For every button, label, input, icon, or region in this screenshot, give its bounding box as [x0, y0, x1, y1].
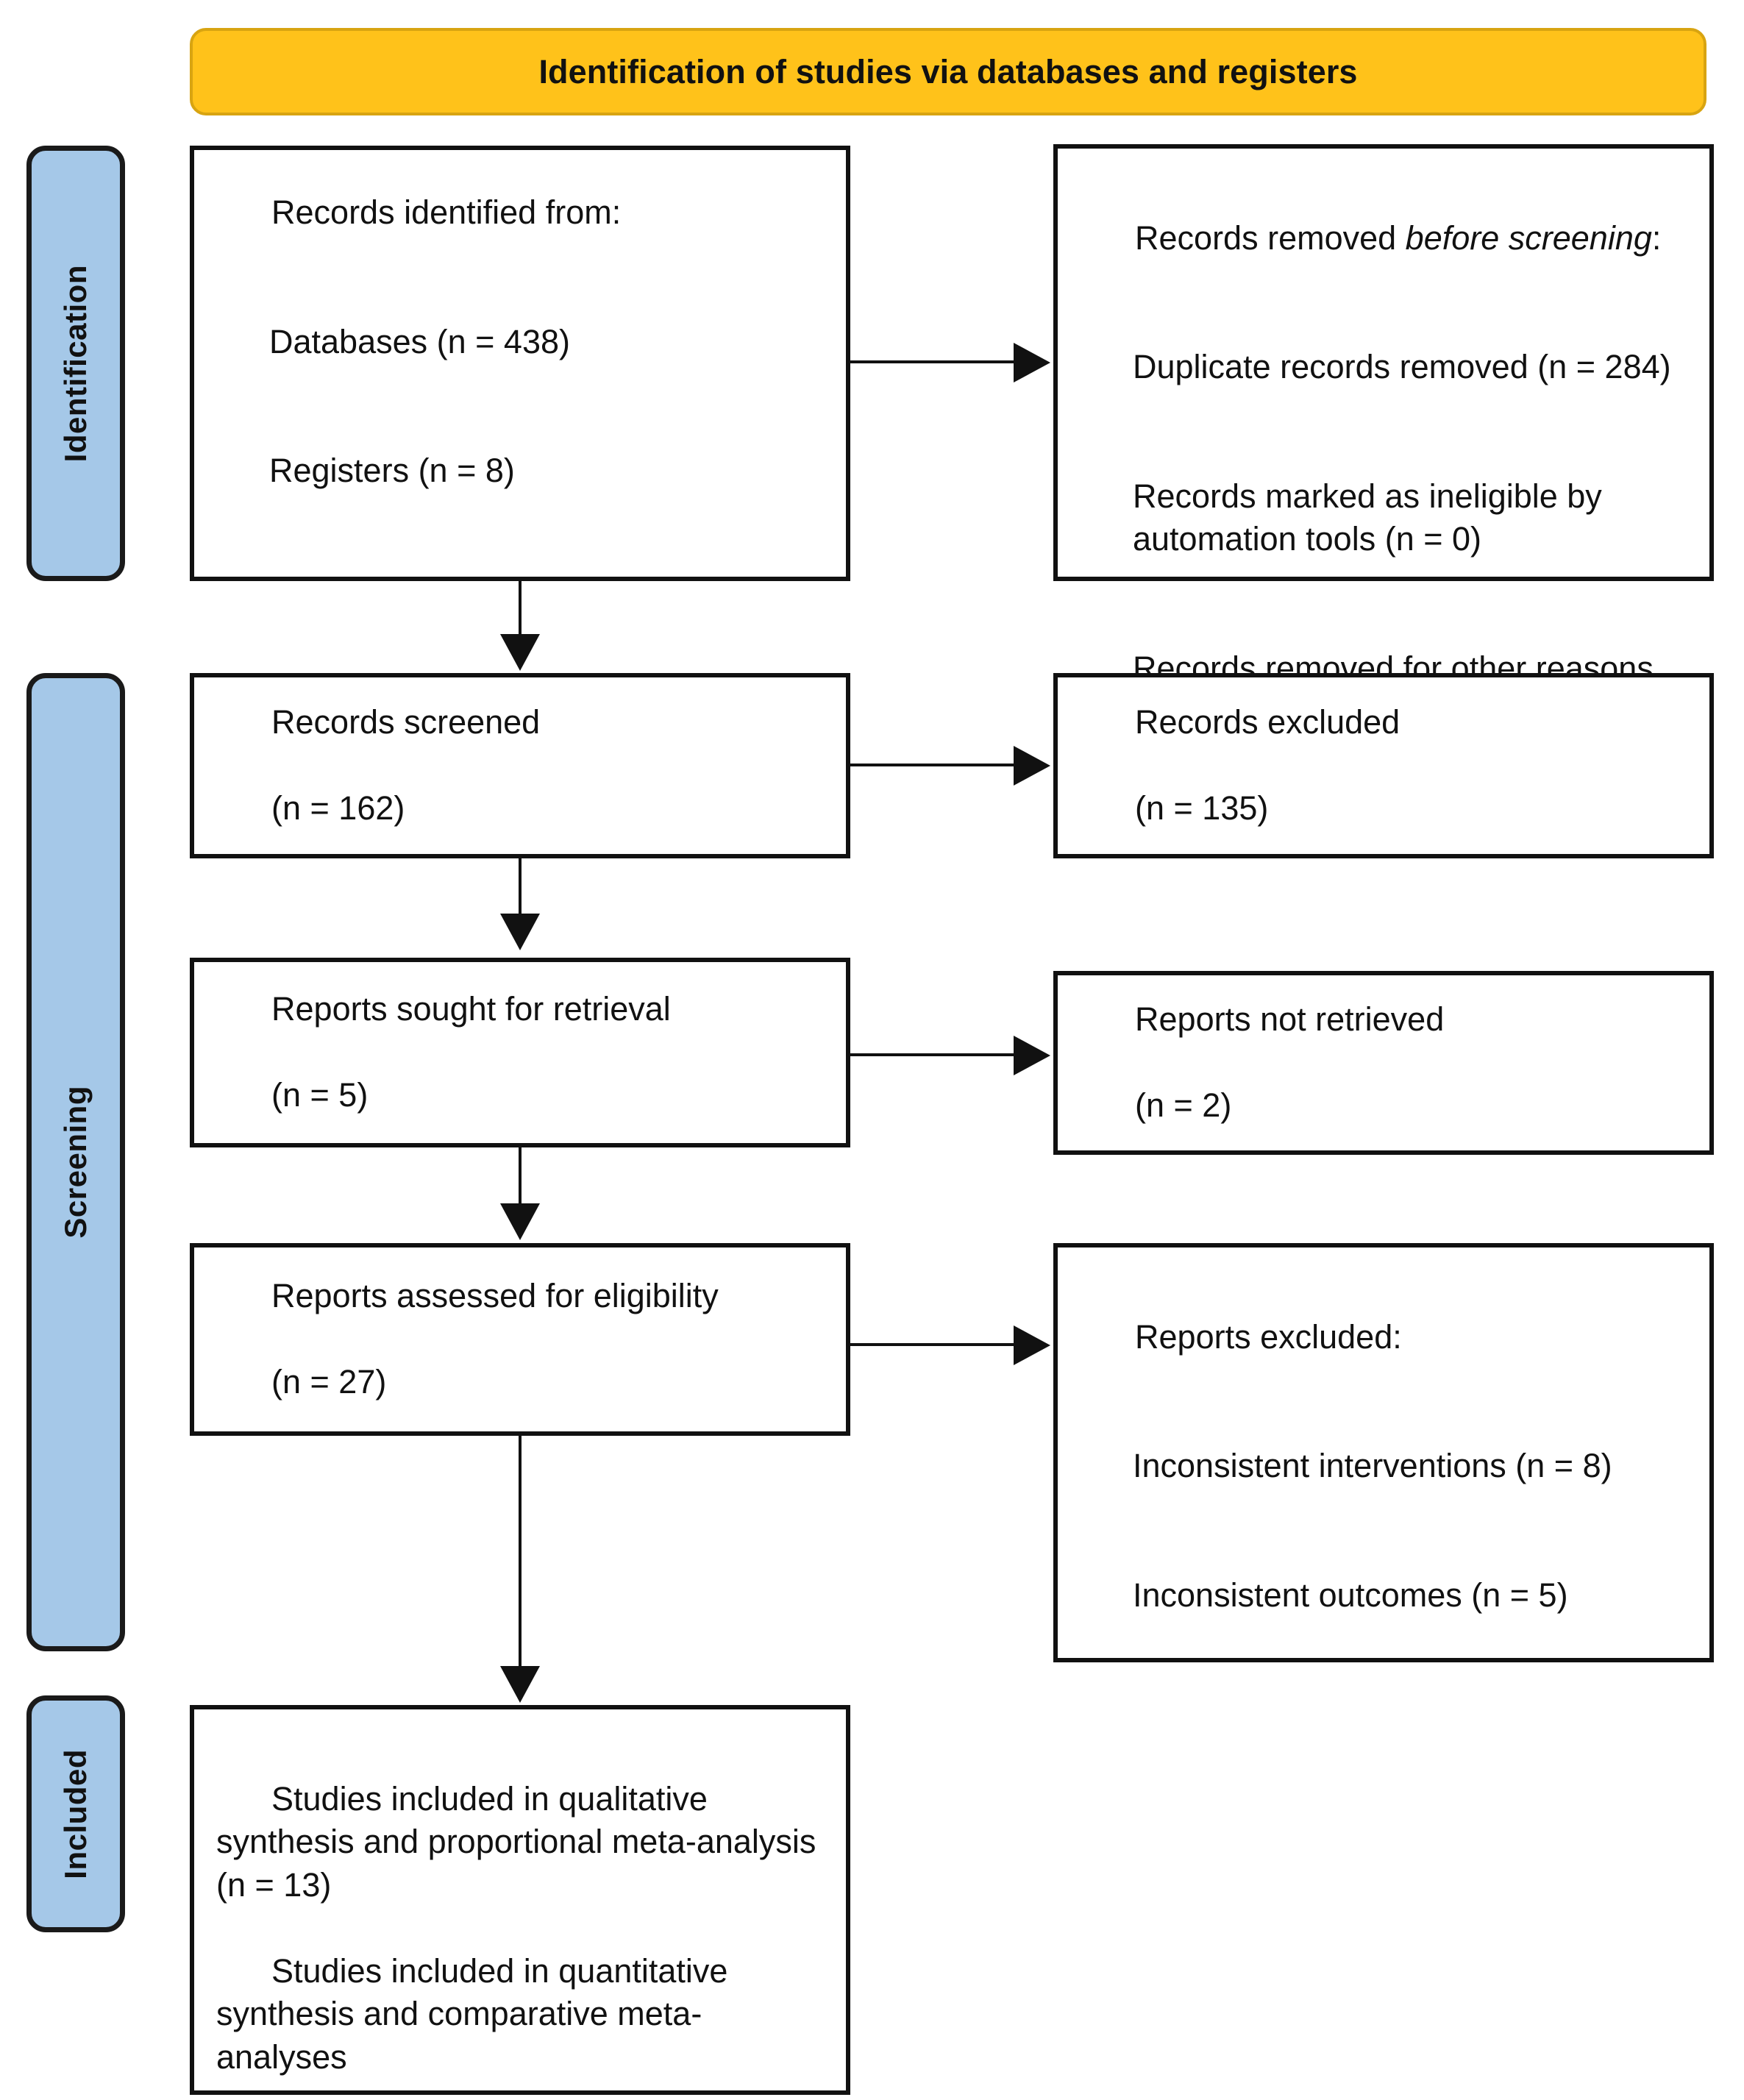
reports-assessed-label: Reports assessed for eligibility — [271, 1277, 719, 1315]
arrow-right-identified-to-removed-icon — [1014, 343, 1050, 382]
box-reports-assessed-for-eligibility: Reports assessed for eligibility (n = 27… — [190, 1243, 850, 1436]
diagram-banner: Identification of studies via databases … — [190, 28, 1706, 115]
box-records-removed-before-screening: Records removed before screening: Duplic… — [1053, 144, 1714, 730]
box-reports-not-retrieved: Reports not retrieved (n = 2) — [1053, 971, 1714, 1155]
records-removed-line1-post: : — [1651, 218, 1662, 257]
box-records-screened-text: Records screened (n = 162) — [216, 658, 824, 874]
reports-not-retrieved-label: Reports not retrieved — [1135, 1000, 1445, 1039]
stage-label-screening-text: Screening — [58, 1086, 93, 1239]
reports-assessed-count: (n = 27) — [271, 1363, 387, 1401]
arrow-right-sought-to-not-retrieved-icon — [1014, 1036, 1050, 1075]
reports-sought-count: (n = 5) — [271, 1076, 369, 1114]
studies-included-qualitative: Studies included in qualitative synthesi… — [216, 1779, 825, 1904]
stage-label-included: Included — [26, 1695, 125, 1932]
box-records-identified-text: Records identified from: Databases (n = … — [216, 149, 824, 579]
reports-not-retrieved-count: (n = 2) — [1135, 1086, 1232, 1125]
connector-assessed-to-included-line — [519, 1436, 522, 1670]
banner-title: Identification of studies via databases … — [538, 52, 1358, 90]
records-removed-line1-pre: Records removed — [1135, 218, 1406, 257]
box-records-excluded-text: Records excluded (n = 135) — [1080, 658, 1687, 874]
records-removed-line1-italic: before screening — [1405, 218, 1652, 257]
box-studies-included-text: Studies included in qualitative synthesi… — [216, 1734, 824, 2100]
box-reports-excluded: Reports excluded: Inconsistent intervent… — [1053, 1243, 1714, 1662]
arrow-down-screened-to-sought-icon — [500, 914, 540, 950]
box-reports-not-retrieved-text: Reports not retrieved (n = 2) — [1080, 955, 1687, 1171]
records-identified-line1: Records identified from: — [271, 193, 622, 231]
connector-screened-to-excluded-line — [850, 764, 1015, 766]
records-screened-label: Records screened — [271, 703, 541, 741]
box-records-screened: Records screened (n = 162) — [190, 673, 850, 858]
box-reports-excluded-text: Reports excluded: Inconsistent intervent… — [1080, 1273, 1687, 1703]
arrow-down-sought-to-assessed-icon — [500, 1203, 540, 1240]
records-excluded-label: Records excluded — [1135, 703, 1400, 741]
arrow-down-assessed-to-included-icon — [500, 1666, 540, 1703]
studies-included-quantitative: Studies included in quantitative synthes… — [216, 1951, 737, 2076]
reports-excluded-interventions: Inconsistent interventions (n = 8) — [1133, 1447, 1612, 1484]
stage-label-identification: Identification — [26, 146, 125, 581]
stage-label-screening: Screening — [26, 673, 125, 1651]
records-screened-count: (n = 162) — [271, 789, 405, 827]
connector-assessed-to-reports-excluded-line — [850, 1343, 1015, 1346]
arrow-down-identified-to-screened-icon — [500, 634, 540, 671]
connector-screened-to-sought-line — [519, 858, 522, 916]
reports-sought-label: Reports sought for retrieval — [271, 990, 671, 1028]
records-removed-duplicates: Duplicate records removed (n = 284) — [1133, 348, 1671, 385]
connector-identified-to-removed-line — [850, 360, 1015, 363]
stage-label-included-text: Included — [58, 1748, 93, 1879]
records-identified-databases: Databases (n = 438) — [269, 322, 570, 360]
records-removed-automation: Records marked as ineligible by automati… — [1133, 477, 1612, 558]
records-identified-registers: Registers (n = 8) — [269, 452, 515, 489]
records-excluded-count: (n = 135) — [1135, 789, 1269, 827]
connector-sought-to-assessed-line — [519, 1147, 522, 1205]
arrow-right-screened-to-excluded-icon — [1014, 746, 1050, 786]
connector-sought-to-not-retrieved-line — [850, 1053, 1015, 1056]
box-records-excluded: Records excluded (n = 135) — [1053, 673, 1714, 858]
connector-identified-to-screened-line — [519, 581, 522, 636]
reports-excluded-label: Reports excluded: — [1135, 1317, 1402, 1356]
box-studies-included: Studies included in qualitative synthesi… — [190, 1705, 850, 2095]
box-reports-sought-for-retrieval: Reports sought for retrieval (n = 5) — [190, 958, 850, 1147]
stage-label-identification-text: Identification — [58, 264, 93, 463]
reports-excluded-outcomes: Inconsistent outcomes (n = 5) — [1133, 1576, 1568, 1614]
box-reports-sought-text: Reports sought for retrieval (n = 5) — [216, 945, 824, 1161]
box-records-identified: Records identified from: Databases (n = … — [190, 146, 850, 581]
box-reports-assessed-text: Reports assessed for eligibility (n = 27… — [216, 1232, 824, 1448]
arrow-right-assessed-to-reports-excluded-icon — [1014, 1325, 1050, 1365]
